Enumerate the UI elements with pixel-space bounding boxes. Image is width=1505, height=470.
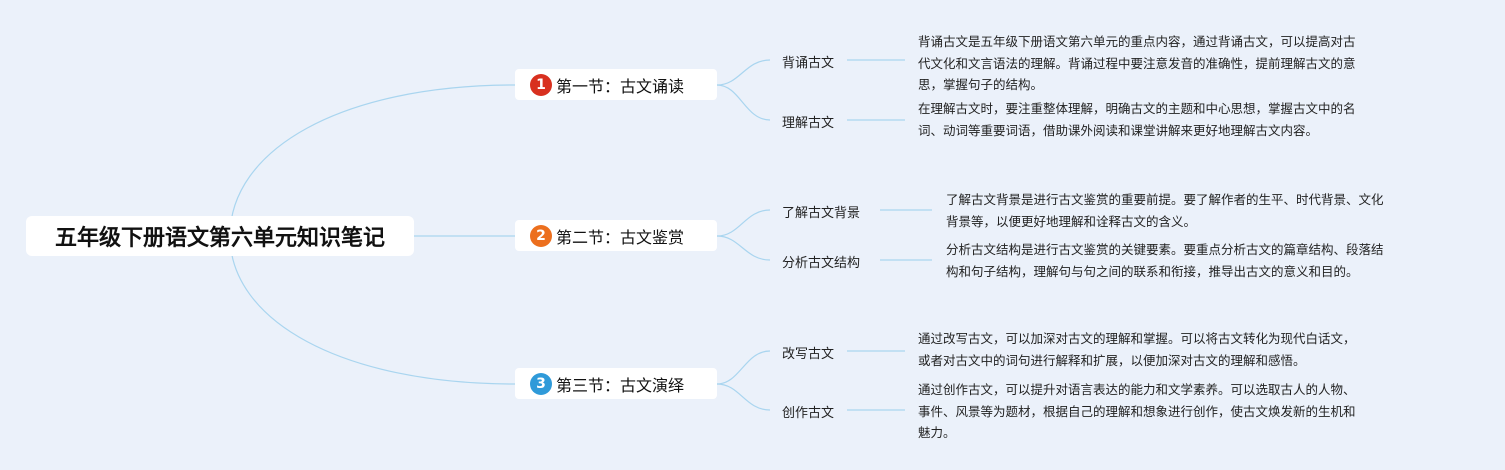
note-line: 事件、风景等为题材，根据自己的理解和想象进行创作，使古文焕发新的生机和 xyxy=(918,403,1356,419)
note-line: 魅力。 xyxy=(918,425,956,440)
section-1-title: 第一节：古文诵读 xyxy=(556,76,685,96)
section-3-title: 第三节：古文演绎 xyxy=(556,375,685,395)
note-recite[interactable]: 背诵古文是五年级下册语文第六单元的重点内容，通过背诵古文，可以提高对古 代文化和… xyxy=(918,31,1356,96)
connector-section-1-leaf-2 xyxy=(716,84,771,121)
note-rewrite[interactable]: 通过改写古文，可以加深对古文的理解和掌握。可以将古文转化为现代白话文， 或者对古… xyxy=(918,328,1356,371)
section-2-topic[interactable]: 2 第二节：古文鉴赏 xyxy=(515,220,717,251)
connector-root-section-3 xyxy=(229,235,516,385)
connector-section-3-leaf-1 xyxy=(716,350,771,385)
section-3-topic[interactable]: 3 第三节：古文演绎 xyxy=(515,368,717,399)
subtopic-background[interactable]: 了解古文背景 xyxy=(782,206,861,221)
note-line: 或者对古文中的词句进行解释和扩展，以便加深对古文的理解和感悟。 xyxy=(918,352,1306,368)
connector-section-3-leaf-2 xyxy=(716,383,771,411)
subtopic-understand[interactable]: 理解古文 xyxy=(782,116,835,131)
section-2-title: 第二节：古文鉴赏 xyxy=(556,227,685,247)
note-line: 了解古文背景是进行古文鉴赏的重要前提。要了解作者的生平、时代背景、文化 xyxy=(946,192,1384,207)
section-1-topic[interactable]: 1 第一节：古文诵读 xyxy=(515,69,717,100)
root-topic[interactable]: 五年级下册语文第六单元知识笔记 xyxy=(26,216,414,256)
note-line: 背诵古文是五年级下册语文第六单元的重点内容，通过背诵古文，可以提高对古 xyxy=(918,34,1356,49)
connector-section-2-leaf-2 xyxy=(716,235,771,261)
subtopic-create[interactable]: 创作古文 xyxy=(782,406,835,421)
number-3-badge-icon: 3 xyxy=(530,372,552,395)
subtopic-rewrite[interactable]: 改写古文 xyxy=(782,347,835,362)
note-line: 通过改写古文，可以加深对古文的理解和掌握。可以将古文转化为现代白话文， xyxy=(918,331,1356,346)
note-line: 在理解古文时，要注重整体理解，明确古文的主题和中心思想，掌握古文中的名 xyxy=(918,101,1356,116)
connector-section-1-leaf-1 xyxy=(716,59,771,86)
note-understand[interactable]: 在理解古文时，要注重整体理解，明确古文的主题和中心思想，掌握古文中的名 词、动词… xyxy=(918,98,1356,141)
note-structure[interactable]: 分析古文结构是进行古文鉴赏的关键要素。要重点分析古文的篇章结构、段落结 构和句子… xyxy=(946,239,1384,282)
subtopic-structure[interactable]: 分析古文结构 xyxy=(782,256,861,271)
root-title: 五年级下册语文第六单元知识笔记 xyxy=(54,226,385,251)
connector-root-section-1 xyxy=(229,84,516,237)
note-line: 背景等，以便更好地理解和诠释古文的含义。 xyxy=(946,213,1197,229)
note-line: 代文化和文言语法的理解。背诵过程中要注意发音的准确性，提前理解古文的意 xyxy=(918,55,1356,71)
note-line: 通过创作古文，可以提升对语言表达的能力和文学素养。可以选取古人的人物、 xyxy=(918,382,1356,397)
connector-section-2-leaf-1 xyxy=(716,209,771,237)
subtopic-recite[interactable]: 背诵古文 xyxy=(782,56,835,71)
note-background[interactable]: 了解古文背景是进行古文鉴赏的重要前提。要了解作者的生平、时代背景、文化 背景等，… xyxy=(946,189,1384,232)
number-2-badge-icon: 2 xyxy=(530,224,552,247)
note-line: 词、动词等重要词语，借助课外阅读和课堂讲解来更好地理解古文内容。 xyxy=(918,122,1319,138)
note-line: 分析古文结构是进行古文鉴赏的关键要素。要重点分析古文的篇章结构、段落结 xyxy=(946,242,1384,257)
note-line: 思，掌握句子的结构。 xyxy=(918,77,1044,92)
note-create[interactable]: 通过创作古文，可以提升对语言表达的能力和文学素养。可以选取古人的人物、 事件、风… xyxy=(918,379,1356,444)
number-1-badge-icon: 1 xyxy=(530,73,552,96)
note-line: 构和句子结构，理解句与句之间的联系和衔接，推导出古文的意义和目的。 xyxy=(946,263,1359,279)
